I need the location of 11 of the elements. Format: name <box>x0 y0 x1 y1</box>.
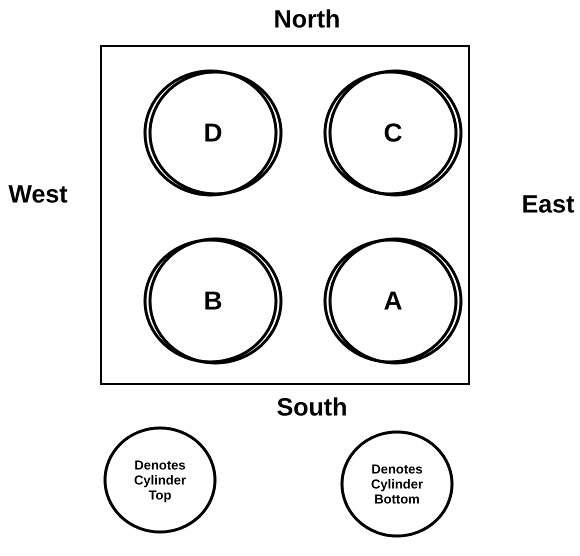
compass-label: West <box>8 180 68 210</box>
compass-label: North <box>274 6 340 34</box>
cylinder-letter: B <box>202 286 224 316</box>
cylinder-letter: A <box>382 286 404 316</box>
cylinder-letter: D <box>202 118 224 148</box>
cylinder-letter: C <box>382 118 404 148</box>
plate-outline <box>100 45 470 385</box>
key-text: Denotes Cylinder Bottom <box>370 462 424 506</box>
compass-label: East <box>522 190 574 220</box>
key-text: Denotes Cylinder Top <box>132 458 187 502</box>
compass-label: South <box>276 394 348 422</box>
